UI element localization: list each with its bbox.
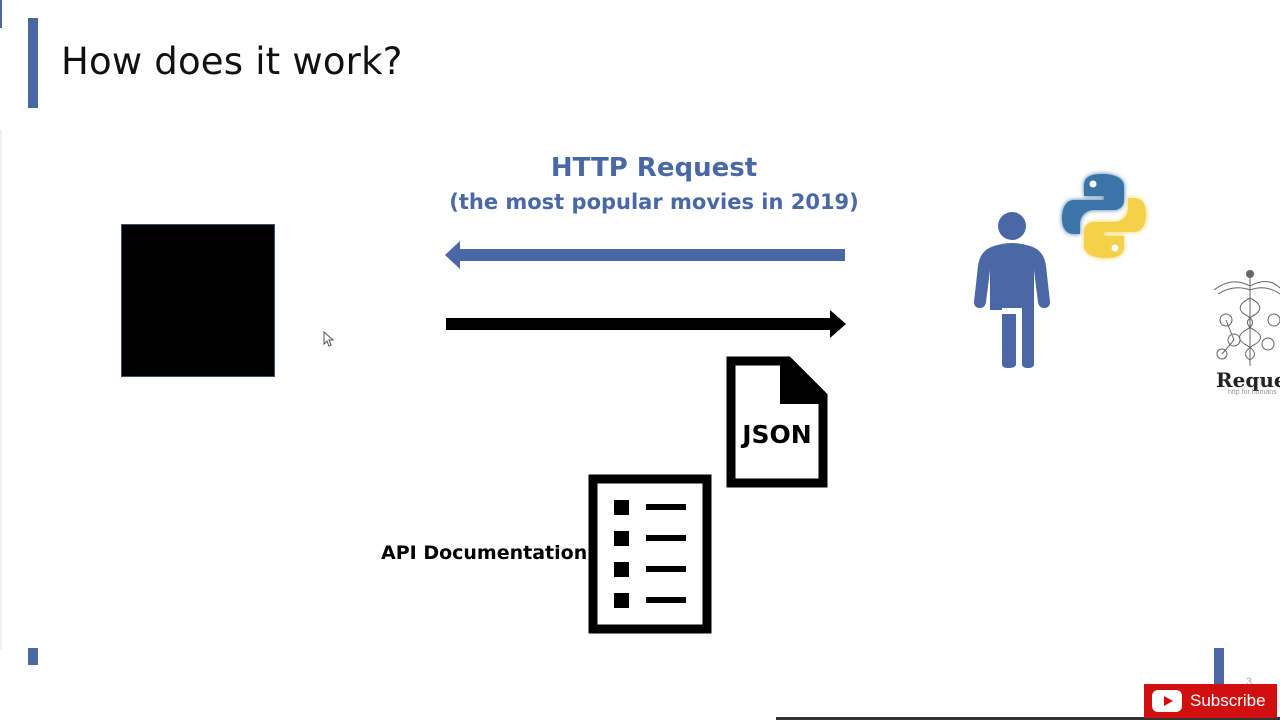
video-progress-line bbox=[776, 717, 1280, 720]
video-bottom-band bbox=[0, 665, 1280, 720]
api-documentation-label: API Documentation bbox=[381, 542, 588, 564]
python-logo-icon bbox=[1062, 174, 1146, 258]
title-accent-bar bbox=[28, 18, 38, 108]
left-edge-divider bbox=[0, 130, 2, 650]
requests-library-logo bbox=[1213, 270, 1280, 366]
http-request-subtitle: (the most popular movies in 2019) bbox=[449, 190, 859, 214]
subscribe-label: Subscribe bbox=[1190, 691, 1266, 710]
slide-number: 3 bbox=[1246, 676, 1253, 688]
request-arrow-left bbox=[445, 241, 845, 269]
checklist-icon bbox=[588, 474, 712, 634]
footer-accent-left bbox=[28, 648, 38, 665]
mouse-pointer-icon bbox=[323, 331, 335, 347]
youtube-play-icon bbox=[1152, 690, 1182, 712]
subscribe-button[interactable]: Subscribe bbox=[1144, 684, 1277, 718]
api-server-box bbox=[121, 224, 275, 377]
response-arrow-right bbox=[446, 310, 846, 338]
corner-accent bbox=[0, 0, 2, 28]
json-label: JSON bbox=[742, 420, 812, 449]
requests-library-tagline: http for humans bbox=[1228, 389, 1277, 396]
footer-accent-right bbox=[1214, 648, 1224, 685]
json-file-icon bbox=[726, 356, 828, 488]
person-icon bbox=[974, 212, 1050, 368]
slide-title: How does it work? bbox=[61, 40, 403, 83]
http-request-title: HTTP Request bbox=[550, 153, 758, 183]
requests-library-label: Reques bbox=[1216, 368, 1280, 392]
request-response-arrows bbox=[445, 241, 846, 338]
